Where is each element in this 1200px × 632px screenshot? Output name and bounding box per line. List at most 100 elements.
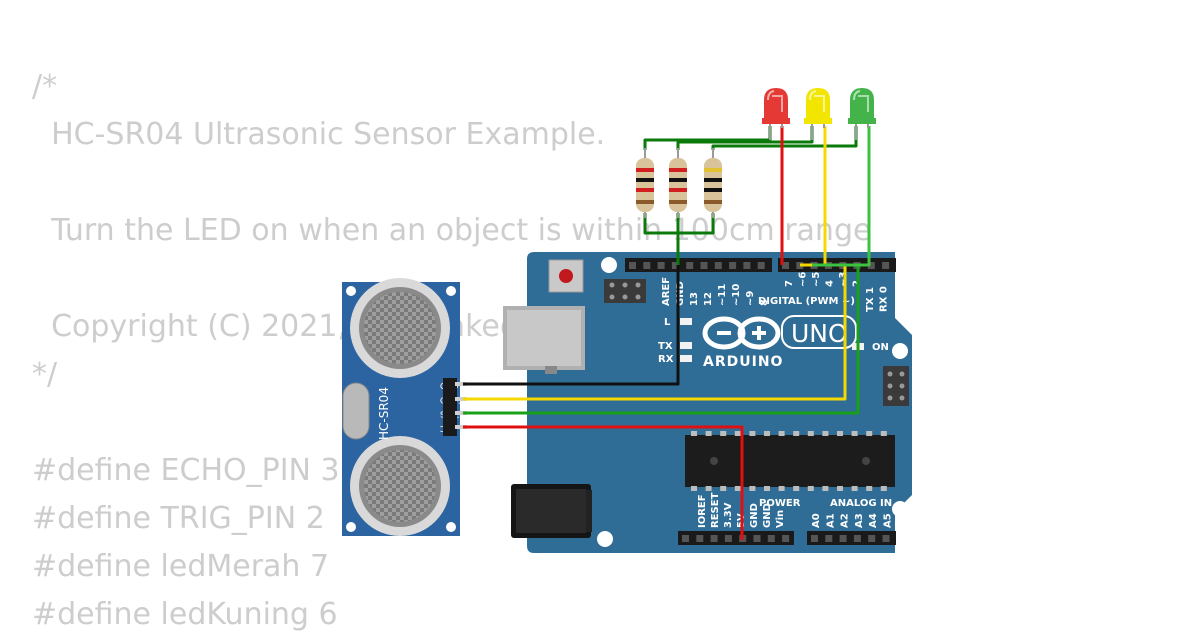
pin-hole xyxy=(686,262,694,269)
wire-trig xyxy=(463,265,860,415)
led-red xyxy=(762,88,790,140)
led-green xyxy=(848,88,876,140)
pin-hole xyxy=(671,262,679,269)
pin-label: A1 xyxy=(825,513,836,528)
code-line: #define ledKuning 6 xyxy=(32,597,338,632)
pin-label: GND xyxy=(675,281,686,306)
pin-label: 12 xyxy=(703,292,714,306)
wire-led-green xyxy=(812,126,871,267)
digital-pwm-label: DIGITAL (PWM ~) xyxy=(758,296,855,307)
pin-label: ~5 xyxy=(811,272,822,287)
pin-label: A2 xyxy=(840,513,851,528)
pin-hole xyxy=(782,535,790,542)
pin-hole xyxy=(753,535,761,542)
analog-label: ANALOG IN xyxy=(830,498,892,509)
pin-hole xyxy=(867,262,875,269)
rx-led xyxy=(680,355,692,362)
pin-label: 4 xyxy=(825,280,836,287)
mounting-hole xyxy=(597,531,613,547)
power-header xyxy=(678,531,794,545)
l-led xyxy=(680,318,692,325)
pin-label: IOREF xyxy=(697,494,708,528)
pin-hole xyxy=(825,535,833,542)
pin-label: GND xyxy=(762,503,773,528)
pin-label: 7 xyxy=(784,280,795,287)
pin-hole xyxy=(868,535,876,542)
pin-label: ~11 xyxy=(717,284,728,306)
pin-hole xyxy=(696,535,704,542)
ultrasonic-transducer-top xyxy=(350,278,450,378)
code-line: #define ledMerah 7 xyxy=(32,549,330,584)
power-label: POWER xyxy=(759,498,801,509)
pin-label: A3 xyxy=(854,513,865,528)
pin-label: ~10 xyxy=(731,284,742,306)
pin-hole xyxy=(839,535,847,542)
pin-hole xyxy=(729,262,737,269)
pin-hole xyxy=(811,535,818,542)
pin-hole xyxy=(714,262,722,269)
pin-hole xyxy=(882,535,890,542)
ultrasonic-transducer-bottom xyxy=(350,436,450,536)
uno-label: UNO xyxy=(791,319,848,348)
code-line: #define TRIG_PIN 2 xyxy=(32,501,325,536)
pin-label: 8 xyxy=(759,299,770,306)
pin-label: ~9 xyxy=(745,291,756,306)
pin-label: ~6 xyxy=(798,272,809,287)
atmega-chip xyxy=(685,431,895,491)
rx-label: RX xyxy=(658,354,674,365)
code-line: Turn the LED on when an object is within… xyxy=(32,213,872,248)
pin-hole xyxy=(657,262,665,269)
arduino-logo xyxy=(702,316,781,350)
led-yellow xyxy=(804,88,832,140)
wire-led-green-cathode xyxy=(711,126,858,150)
resistors xyxy=(636,148,722,218)
pin-label: RESET xyxy=(710,492,721,528)
pin-label: A4 xyxy=(868,513,879,528)
reset-button-cap xyxy=(559,269,573,283)
pin-hole xyxy=(710,535,718,542)
resistor xyxy=(704,148,722,218)
pin-label: 3.3V xyxy=(723,502,734,528)
pin-hole xyxy=(743,262,751,269)
pin-hole xyxy=(682,535,689,542)
crystal-oscillator xyxy=(342,382,370,440)
wires xyxy=(463,126,871,540)
pin-hole xyxy=(757,262,765,269)
hc-sr04-sensor: HC-SR04 GNDECHOTRIGVCC xyxy=(342,278,467,536)
pin-label: Vin xyxy=(775,510,786,528)
pin-label: AREF xyxy=(661,277,672,306)
pin-hole xyxy=(767,535,775,542)
pin-label: TX 1 xyxy=(865,287,876,312)
mounting-hole xyxy=(601,257,617,273)
pin-hole xyxy=(643,262,651,269)
leds xyxy=(762,88,876,140)
arduino-brand: ARDUINO xyxy=(703,354,783,370)
sensor-name: HC-SR04 xyxy=(377,387,391,440)
icsp-header-right xyxy=(883,366,909,406)
sensor-pin-header xyxy=(443,378,467,436)
code-line: /* xyxy=(32,69,58,104)
tx-led xyxy=(680,342,692,349)
pin-hole xyxy=(853,535,861,542)
l-label: L xyxy=(664,317,671,328)
pin-hole xyxy=(724,535,732,542)
icsp-header-small xyxy=(604,279,646,303)
tx-label: TX xyxy=(658,341,673,352)
pin-hole xyxy=(782,262,789,269)
mounting-hole xyxy=(892,343,908,359)
pin-hole xyxy=(629,262,636,269)
resistor xyxy=(669,148,687,218)
power-jack xyxy=(511,484,592,538)
pin-label: A0 xyxy=(811,513,822,528)
code-line: HC-SR04 Ultrasonic Sensor Example. xyxy=(32,117,606,152)
uno-badge xyxy=(781,315,857,349)
pin-label: A5 xyxy=(883,513,894,528)
on-label: ON xyxy=(872,342,889,353)
pin-label: GND xyxy=(749,503,760,528)
wire-gnd xyxy=(463,265,680,386)
wire-vcc xyxy=(463,425,744,540)
